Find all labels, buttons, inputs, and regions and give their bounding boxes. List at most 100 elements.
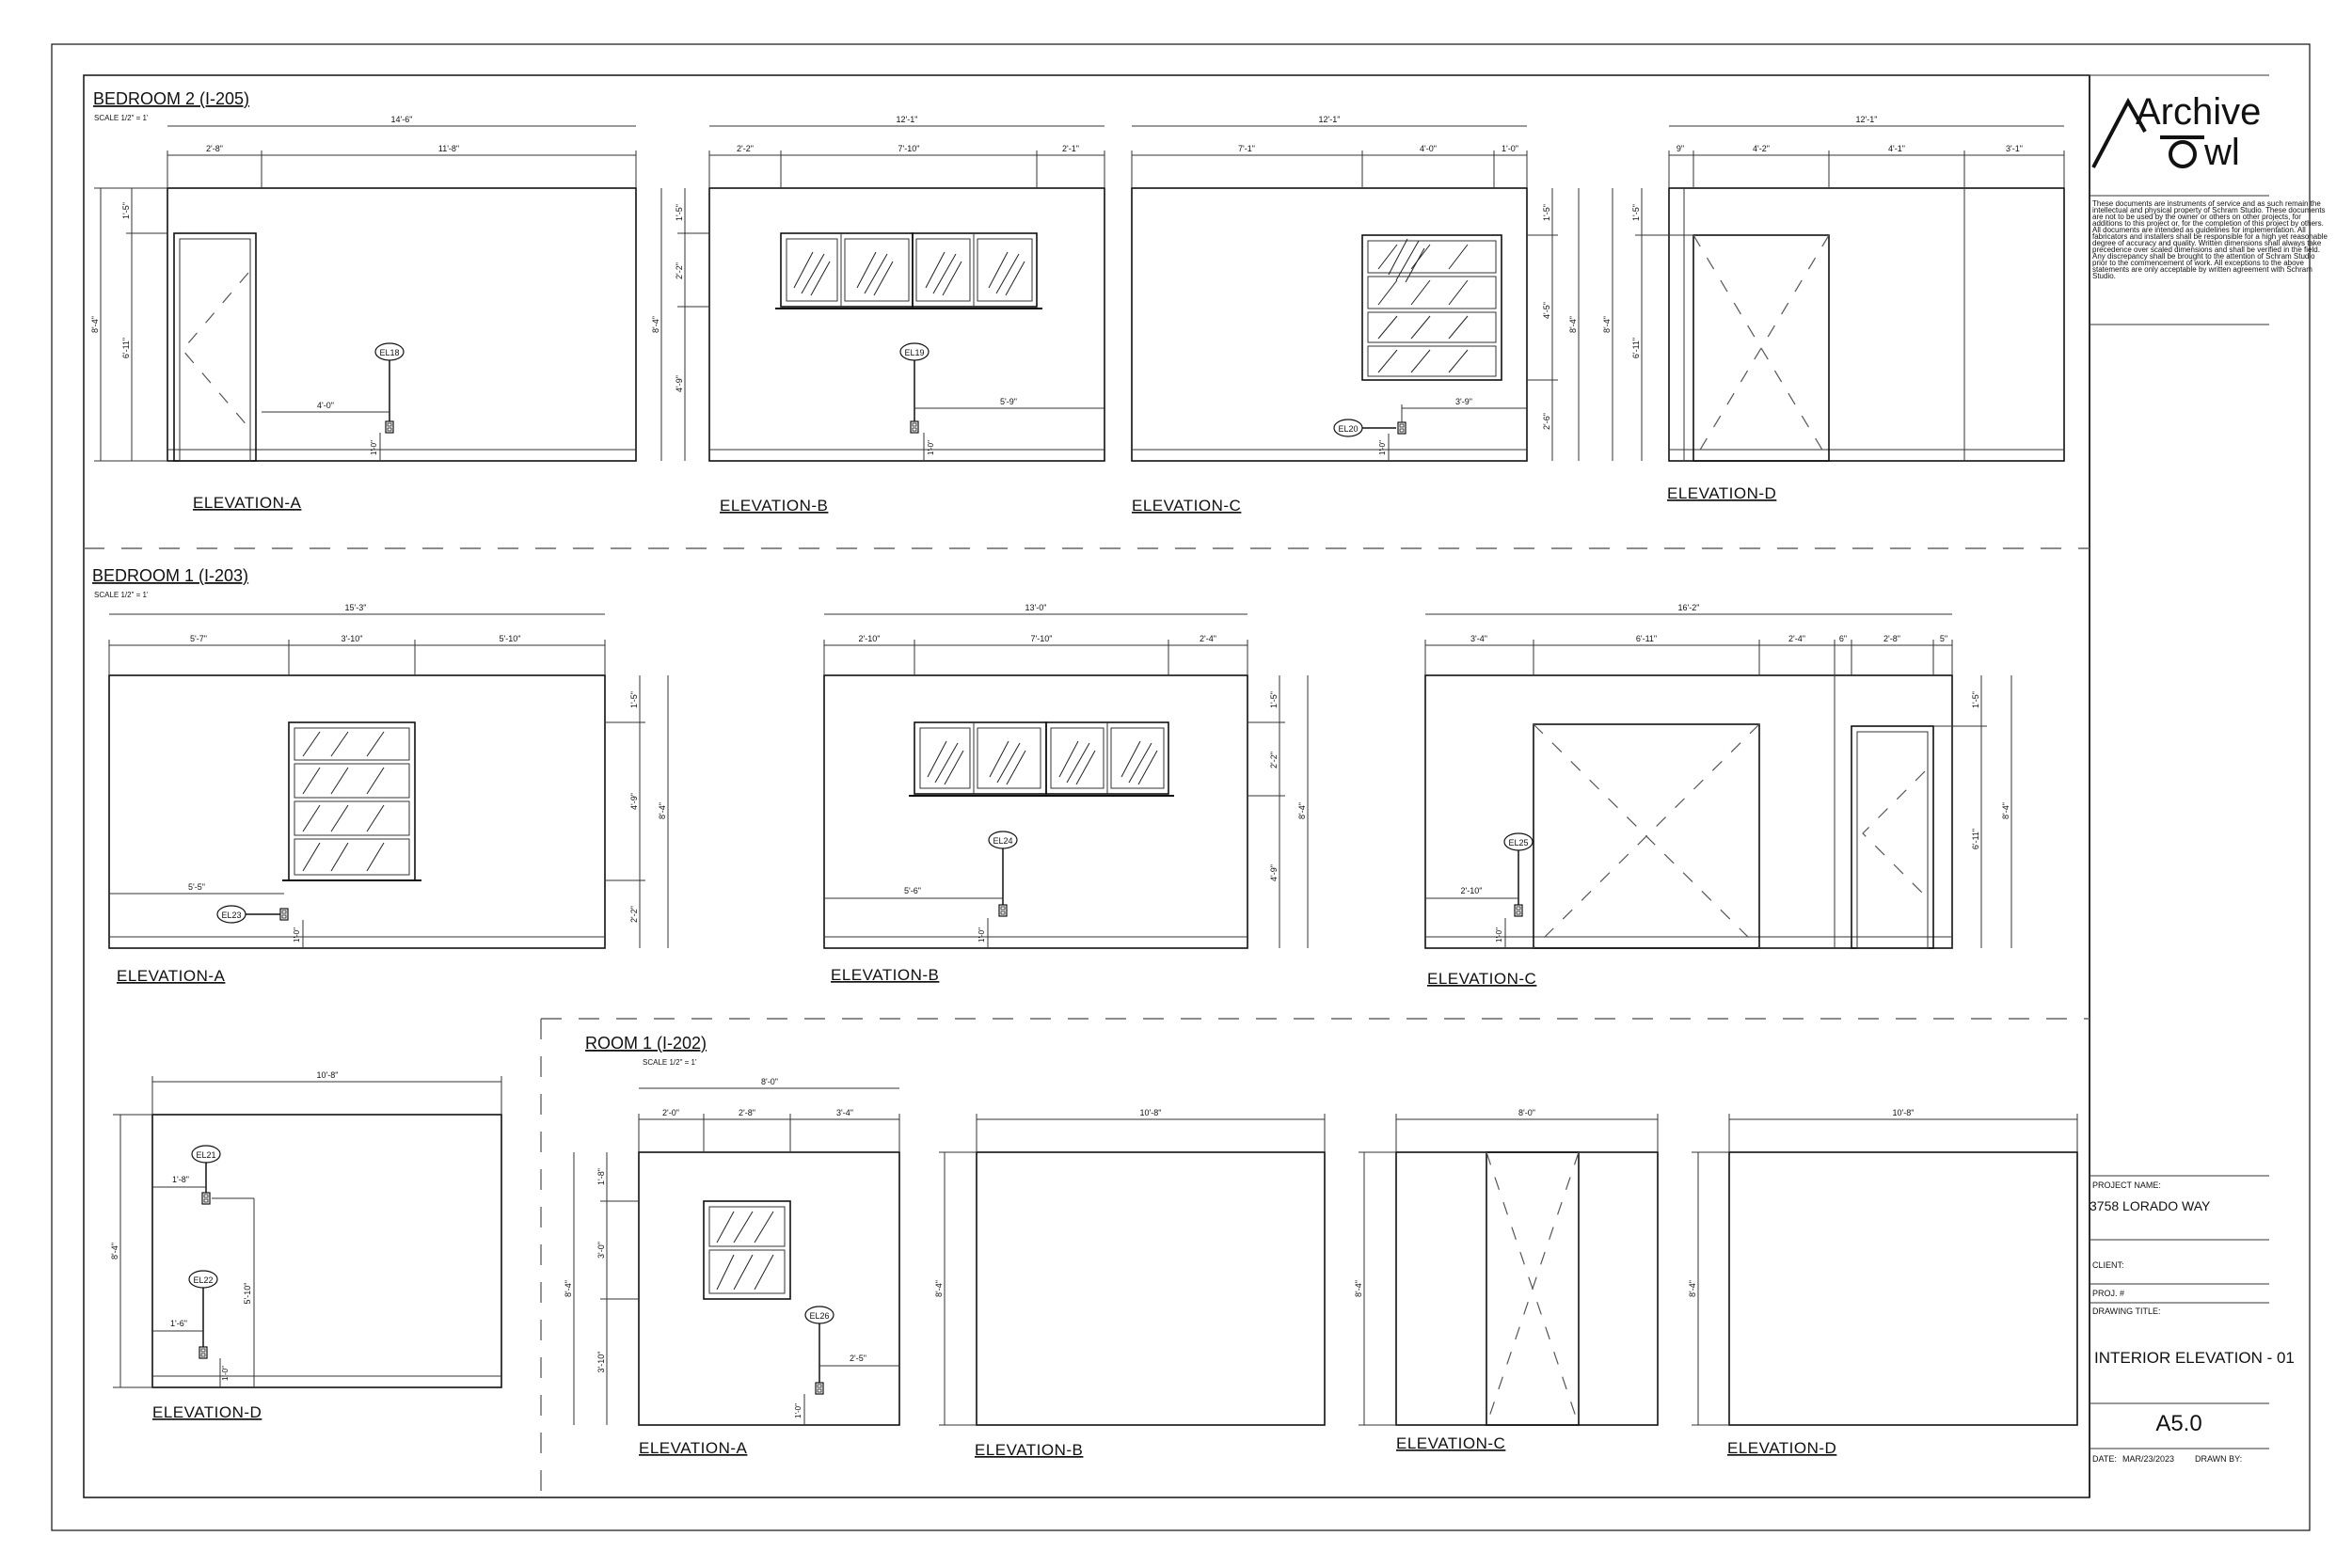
title-block: Archive wl These documents are instrumen…	[2090, 74, 2328, 1464]
svg-text:8'-4": 8'-4"	[651, 316, 660, 333]
room-title-bedroom-2: BEDROOM 2 (I-205)	[93, 89, 249, 108]
tag-el20: EL20	[1338, 424, 1358, 434]
svg-text:7'-10": 7'-10"	[1031, 634, 1053, 643]
svg-text:6'-11": 6'-11"	[121, 338, 131, 358]
svg-text:2'-10": 2'-10"	[859, 634, 881, 643]
elevation-bedroom1-b: 13'-0" 2'-10" 7'-10" 2'-4" 1'-5" 2'-2" 4…	[823, 603, 1309, 984]
room-title-bedroom-1: BEDROOM 1 (I-203)	[92, 566, 248, 585]
svg-text:2'-10": 2'-10"	[1461, 886, 1483, 895]
elevation-room1-d: 10'-8" 8'-4" ELEVATION-D	[1688, 1108, 2078, 1457]
svg-text:are not to be used by the owne: are not to be used by the owner or other…	[2092, 213, 2301, 221]
project-number-label: PROJ. #	[2092, 1289, 2124, 1298]
date-label: DATE:	[2092, 1454, 2117, 1464]
scale-note: SCALE 1/2" = 1'	[643, 1058, 697, 1067]
svg-text:additions to this project or,: additions to this project or, for the co…	[2092, 219, 2324, 228]
svg-text:1'-0": 1'-0"	[221, 1366, 230, 1381]
elevation-label-c: ELEVATION-C	[1396, 1434, 1505, 1452]
svg-text:degree of accuracy and quality: degree of accuracy and quality. Written …	[2092, 239, 2322, 247]
svg-text:8'-4": 8'-4"	[90, 316, 100, 333]
svg-text:5'-9": 5'-9"	[1000, 397, 1017, 406]
sheet-border	[51, 43, 2311, 1531]
elevation-bedroom1-a: 15'-3" 5'-7" 3'-10" 5'-10" 1'-5" 4'-9" 2…	[108, 603, 669, 985]
svg-text:prior to the commencement of w: prior to the commencement of work. All e…	[2092, 259, 2305, 267]
elevation-label-a: ELEVATION-A	[193, 494, 302, 512]
svg-text:11'-8": 11'-8"	[438, 144, 459, 153]
svg-text:2'-1": 2'-1"	[1062, 144, 1079, 153]
elevation-bedroom2-b: 12'-1" 2'-2" 7'-10" 2'-1" 1'-5" 2'-2" 4'…	[651, 115, 1105, 515]
elevation-label-d: ELEVATION-D	[1727, 1439, 1836, 1457]
elevation-bedroom2-d: 12'-1" 9" 4'-2" 4'-1" 3'-1" 1'-5" 6'-11"…	[1602, 115, 2065, 502]
svg-text:2'-4": 2'-4"	[1200, 634, 1216, 643]
svg-text:2'-8": 2'-8"	[206, 144, 223, 153]
sheet-number: A5.0	[2155, 1411, 2201, 1436]
project-name: 3758 LORADO WAY	[2090, 1198, 2211, 1213]
svg-text:10'-8": 10'-8"	[317, 1070, 339, 1080]
tag-el21: EL21	[196, 1150, 215, 1160]
svg-text:1'-5": 1'-5"	[629, 691, 639, 708]
drawing-frame	[83, 74, 2090, 1498]
client-label: CLIENT:	[2092, 1260, 2124, 1270]
elevation-bedroom2-a: 14'-6" 2'-8" 11'-8" 1'-5" 6'-11" 8'-4" E…	[90, 115, 637, 512]
logo-text-owl: wl	[2203, 132, 2240, 173]
drawn-by-label: DRAWN BY:	[2195, 1454, 2242, 1464]
svg-text:1'-0": 1'-0"	[370, 440, 378, 455]
elevation-label-b: ELEVATION-B	[975, 1441, 1083, 1459]
svg-text:5": 5"	[1940, 634, 1947, 643]
svg-text:12'-1": 12'-1"	[1856, 115, 1878, 124]
date-value: MAR/23/2023	[2122, 1454, 2174, 1464]
window	[282, 721, 421, 881]
svg-text:intellectual and physical prop: intellectual and physical property of Sc…	[2092, 206, 2326, 214]
svg-text:4'-1": 4'-1"	[1888, 144, 1905, 153]
svg-text:1'-5": 1'-5"	[1269, 691, 1279, 708]
svg-text:4'-9": 4'-9"	[1269, 864, 1279, 881]
window	[775, 232, 1042, 309]
svg-text:7'-10": 7'-10"	[898, 144, 920, 153]
svg-text:16'-2": 16'-2"	[1678, 603, 1700, 612]
elevation-label-a: ELEVATION-A	[639, 1439, 748, 1457]
svg-text:8'-4": 8'-4"	[1297, 802, 1307, 819]
archive-owl-logo: Archive wl	[2091, 91, 2261, 173]
svg-text:6": 6"	[1839, 634, 1847, 643]
svg-text:1'-0": 1'-0"	[1378, 440, 1387, 455]
svg-text:3'-0": 3'-0"	[596, 1242, 606, 1259]
svg-text:5'-10": 5'-10"	[243, 1283, 252, 1305]
svg-text:2'-8": 2'-8"	[1883, 634, 1900, 643]
svg-text:8'-4": 8'-4"	[110, 1243, 119, 1259]
svg-text:4'-9": 4'-9"	[629, 793, 639, 810]
elevation-label-d: ELEVATION-D	[152, 1403, 262, 1421]
svg-text:2'-6": 2'-6"	[1542, 413, 1551, 430]
svg-text:2'-0": 2'-0"	[662, 1108, 679, 1117]
disclaimer-text: These documents are instruments of servi…	[2092, 199, 2328, 280]
elevation-label-b: ELEVATION-B	[720, 497, 828, 515]
svg-text:8'-4": 8'-4"	[2001, 802, 2010, 819]
tag-el23: EL23	[221, 911, 241, 920]
svg-text:4'-5": 4'-5"	[1542, 302, 1551, 319]
elevation-label-b: ELEVATION-B	[831, 966, 939, 984]
elevation-bedroom1-c: 16'-2" 3'-4" 6'-11" 2'-4" 6" 2'-8" 5" 1'…	[1424, 603, 2012, 988]
elevation-room1-b: 10'-8" 8'-4" ELEVATION-B	[934, 1108, 1326, 1459]
svg-text:2'-4": 2'-4"	[1788, 634, 1805, 643]
svg-text:8'-4": 8'-4"	[564, 1280, 573, 1297]
svg-text:precedence over scaled dimensi: precedence over scaled dimensions and sh…	[2092, 245, 2320, 254]
svg-text:8'-0": 8'-0"	[761, 1077, 778, 1086]
tag-el25: EL25	[1508, 838, 1528, 847]
svg-text:2'-5": 2'-5"	[850, 1354, 866, 1363]
svg-text:1'-6": 1'-6"	[170, 1319, 187, 1328]
svg-text:4'-0": 4'-0"	[317, 401, 334, 410]
tag-el19: EL19	[904, 348, 924, 357]
svg-text:1'-8": 1'-8"	[172, 1175, 189, 1184]
svg-text:1'-0": 1'-0"	[293, 927, 301, 942]
svg-text:8'-0": 8'-0"	[1518, 1108, 1535, 1117]
elevation-room1-a: 8'-0" 2'-0" 2'-8" 3'-4" 1'-8" 3'-0" 3'-1…	[564, 1077, 900, 1457]
svg-text:10'-8": 10'-8"	[1893, 1108, 1915, 1117]
svg-text:fabricators and installers sha: fabricators and installers shall be resp…	[2092, 232, 2328, 241]
elevation-label-a: ELEVATION-A	[117, 967, 226, 985]
svg-text:1'-5": 1'-5"	[121, 202, 131, 219]
elevation-label-d: ELEVATION-D	[1667, 484, 1776, 502]
svg-text:3'-10": 3'-10"	[596, 1352, 606, 1373]
svg-text:8'-4": 8'-4"	[1568, 316, 1578, 333]
svg-text:6'-11": 6'-11"	[1636, 634, 1657, 643]
window	[1361, 234, 1502, 381]
svg-text:Any discrepancy shall be broug: Any discrepancy shall be brought to the …	[2092, 252, 2315, 261]
svg-text:8'-4": 8'-4"	[1354, 1280, 1363, 1297]
